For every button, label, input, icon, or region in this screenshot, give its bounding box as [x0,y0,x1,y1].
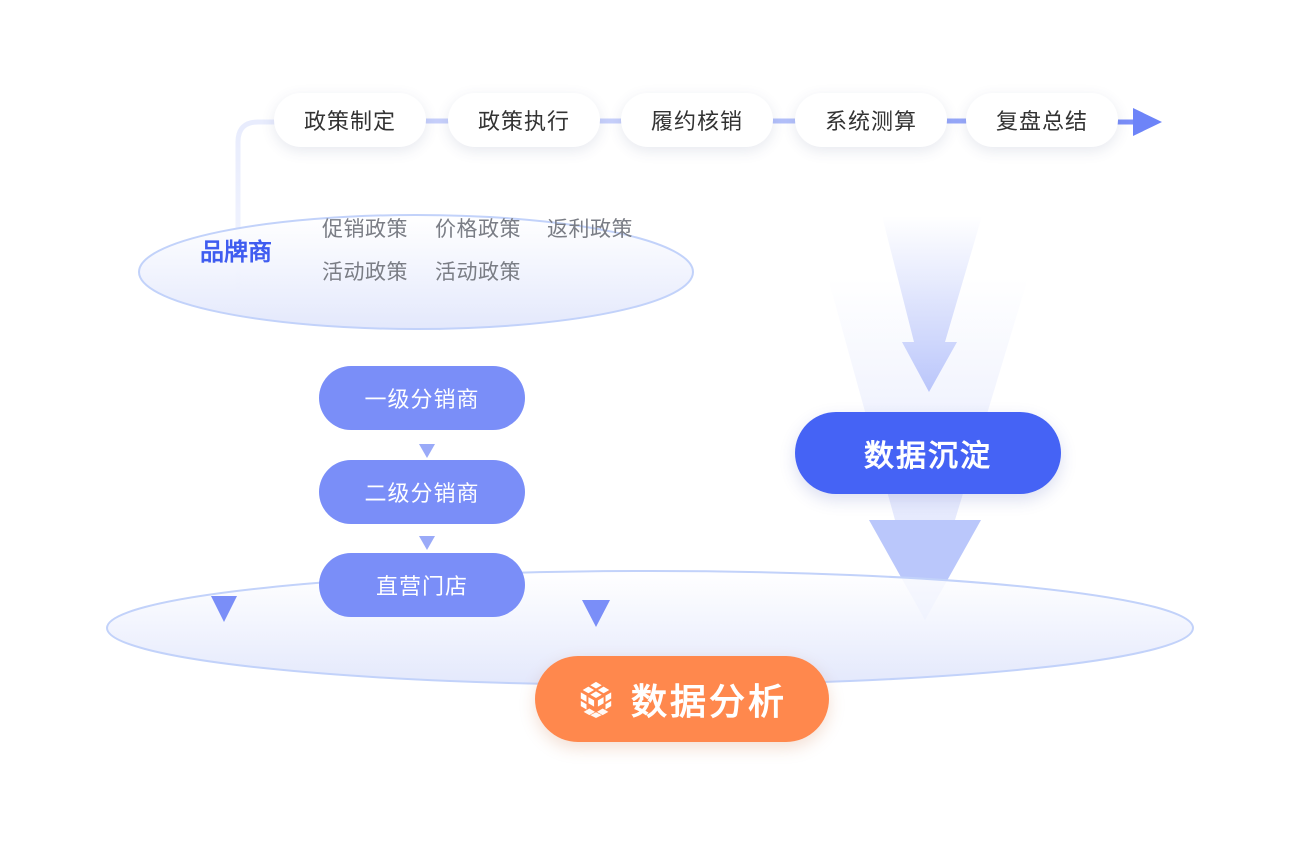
step-review-summary: 复盘总结 [966,93,1118,147]
right-flow-arrowhead [582,600,610,627]
brand-ellipse [138,214,694,330]
step-label: 政策制定 [303,110,396,135]
policy-item: 返利政策 [547,217,633,241]
dist-connector-arrowhead [419,444,435,458]
step-policy-formulation: 政策制定 [274,93,426,147]
policy-item: 活动政策 [435,260,521,284]
step-label: 政策执行 [477,110,570,135]
loop-connector [235,119,280,290]
step-label: 履约核销 [650,110,743,135]
distributor-label: 一级分销商 [364,388,480,413]
distributor-label: 二级分销商 [364,482,480,507]
brand-label: 品牌商 [200,238,272,266]
flow-arrow-head [1133,108,1162,136]
step-label: 复盘总结 [995,110,1088,135]
level-two-distributor: 二级分销商 [319,460,525,524]
direct-store: 直营门店 [319,553,525,617]
level-one-distributor: 一级分销商 [319,366,525,430]
data-analysis-label: 数据分析 [630,682,787,723]
policy-item: 促销政策 [322,217,408,241]
left-flow-arrowhead [211,596,237,622]
data-deposit-label: 数据沉淀 [864,439,992,474]
policy-item: 价格政策 [435,217,521,241]
dist-connector-arrowhead [419,536,435,550]
deposit-down-arrow [869,520,981,620]
step-system-calculation: 系统测算 [795,93,947,147]
data-deposit-node: 数据沉淀 [795,412,1061,494]
step-policy-execution: 政策执行 [448,93,600,147]
distributor-label: 直营门店 [375,575,468,600]
funnel-arrow-inner [882,216,982,392]
data-analysis-node: 数据分析 [535,656,829,742]
step-fulfillment-verification: 履约核销 [621,93,773,147]
step-label: 系统测算 [824,110,917,135]
cube-icon [577,680,615,718]
policy-item: 活动政策 [322,260,408,284]
